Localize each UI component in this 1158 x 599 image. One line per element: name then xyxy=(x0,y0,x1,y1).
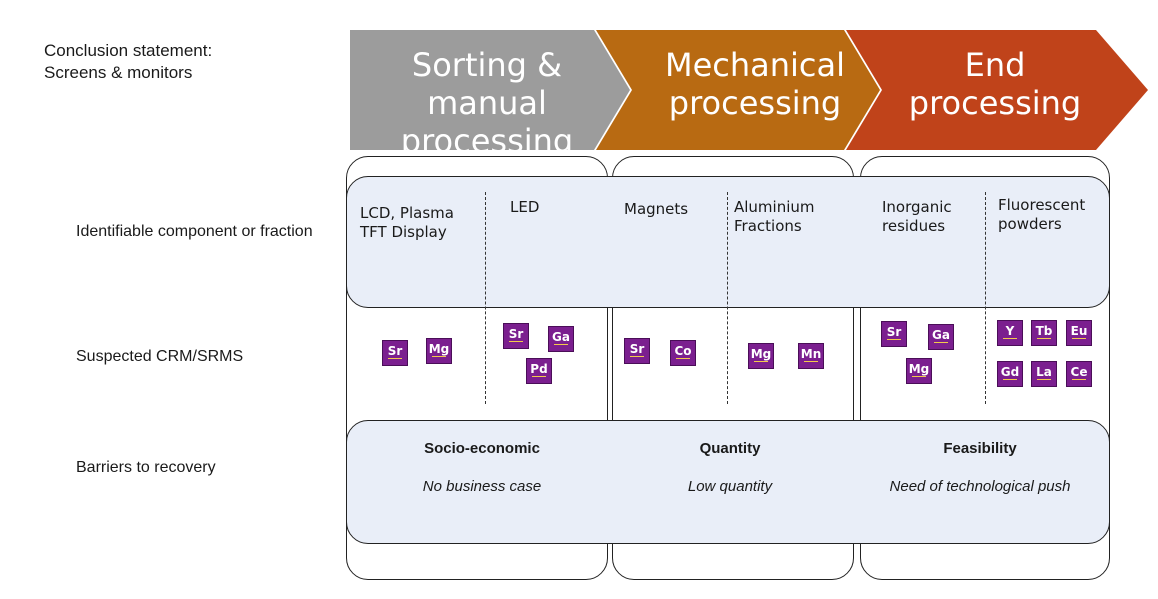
element-tile-eu: Eu xyxy=(1066,320,1092,346)
stage-label-1: Sorting & manual processing xyxy=(400,46,574,160)
element-tile-ga: Ga xyxy=(548,326,574,352)
barrier-title-quantity: Quantity xyxy=(699,440,761,457)
component-led: LED xyxy=(510,198,540,216)
stage-label-2: Mechanical processing xyxy=(664,46,846,122)
component-inorganic: Inorganic residues xyxy=(882,198,952,235)
stage-arrows xyxy=(350,30,1148,150)
element-tile-la: La xyxy=(1031,361,1057,387)
separator-magnets-aluminium xyxy=(727,192,728,404)
column-frame-mechanical xyxy=(612,156,854,580)
barrier-desc-feasibility: Need of technological push xyxy=(889,478,1071,495)
component-fluorescent: Fluorescent powders xyxy=(998,196,1086,233)
element-tile-mg: Mg xyxy=(748,343,774,369)
element-tile-co: Co xyxy=(670,340,696,366)
component-aluminium: Aluminium Fractions xyxy=(734,198,815,235)
element-tile-sr: Sr xyxy=(503,323,529,349)
row-label-components: Identifiable component or fraction xyxy=(76,223,313,240)
element-tile-pd: Pd xyxy=(526,358,552,384)
conclusion-title-text: Conclusion statement: Screens & monitors xyxy=(44,41,213,82)
row-label-crm: Suspected CRM/SRMS xyxy=(76,348,244,365)
element-tile-ga: Ga xyxy=(928,324,954,350)
element-tile-gd: Gd xyxy=(997,361,1023,387)
element-tile-tb: Tb xyxy=(1031,320,1057,346)
stage-label-3: End processing xyxy=(908,46,1082,122)
element-tile-ce: Ce xyxy=(1066,361,1092,387)
separator-inorganic-fluorescent xyxy=(985,192,986,404)
stage-arrow-2 xyxy=(596,30,880,150)
element-tile-sr: Sr xyxy=(624,338,650,364)
components-band xyxy=(346,176,1110,308)
barrier-desc-socio: No business case xyxy=(422,478,542,495)
row-label-barriers: Barriers to recovery xyxy=(76,459,216,476)
element-tile-y: Y xyxy=(997,320,1023,346)
element-tile-sr: Sr xyxy=(382,340,408,366)
element-tile-mg: Mg xyxy=(426,338,452,364)
stage-arrow-3 xyxy=(846,30,1148,150)
element-tile-mg: Mg xyxy=(906,358,932,384)
component-magnets: Magnets xyxy=(624,200,689,218)
element-tile-sr: Sr xyxy=(881,321,907,347)
separator-lcd-led xyxy=(485,192,486,404)
barriers-band xyxy=(346,420,1110,544)
column-frame-end xyxy=(860,156,1110,580)
component-lcd: LCD, Plasma TFT Display xyxy=(360,204,454,241)
barrier-desc-quantity: Low quantity xyxy=(687,478,773,495)
stage-arrow-1 xyxy=(350,30,630,150)
element-tile-mn: Mn xyxy=(798,343,824,369)
barrier-title-feasibility: Feasibility xyxy=(943,440,1017,457)
barrier-title-socio: Socio-economic xyxy=(424,440,540,457)
conclusion-title: Conclusion statement: Screens & monitors xyxy=(44,40,304,84)
column-frame-sorting xyxy=(346,156,608,580)
